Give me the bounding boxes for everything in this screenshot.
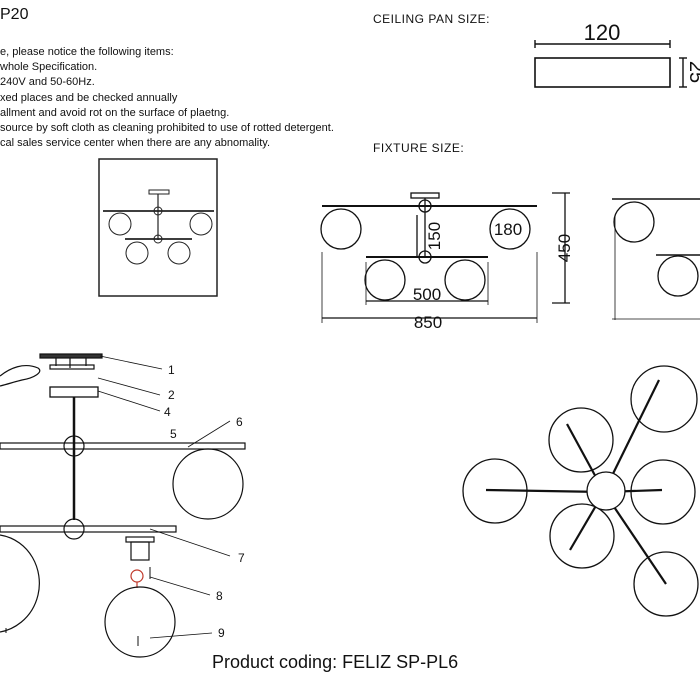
top-globe <box>633 551 699 617</box>
note-line: allment and avoid rot on the surface of … <box>0 106 230 119</box>
thumb-globe <box>125 241 149 265</box>
leader-line <box>149 632 213 639</box>
thumb-globe <box>167 241 191 265</box>
lower-arm <box>0 525 177 533</box>
lamp-holder <box>130 541 150 561</box>
dim-500-text: 500 <box>413 285 441 304</box>
thumbnail-frame <box>98 158 218 297</box>
fixture-side-view <box>612 198 700 320</box>
elevation-canopy <box>410 192 440 199</box>
canopy <box>49 386 99 398</box>
lower-joint <box>63 518 85 540</box>
installation-notes: e, please notice the following items: wh… <box>0 45 334 151</box>
lamp-holder-cap <box>125 536 155 543</box>
leader-line <box>99 355 163 370</box>
note-line: whole Specification. <box>0 61 98 74</box>
note-line: 240V and 50-60Hz. <box>0 76 95 89</box>
leader-line <box>97 390 161 412</box>
exploded-assembly <box>0 353 246 658</box>
fixture-size-label: FIXTURE SIZE: <box>373 141 465 155</box>
side-globe <box>613 201 655 243</box>
elevation-joint <box>418 199 432 213</box>
part-number: 6 <box>236 415 243 429</box>
top-globe <box>549 503 615 569</box>
part-number: 8 <box>216 589 223 603</box>
dim-850-text: 850 <box>414 313 442 332</box>
thumb-globe <box>189 212 213 236</box>
elevation-globe <box>444 259 486 301</box>
note-line: source by soft cloth as cleaning prohibi… <box>0 122 334 135</box>
pan-height-text: 25 <box>685 61 700 83</box>
top-globe <box>548 407 614 473</box>
pan-width-text: 120 <box>584 20 621 45</box>
bracket <box>49 364 95 370</box>
product-coding: Product coding: FELIZ SP-PL6 <box>212 652 459 672</box>
note-line: e, please notice the following items: <box>0 46 174 58</box>
mounting-wire <box>0 364 41 387</box>
leader-line <box>97 377 161 396</box>
part-number: 5 <box>170 427 177 441</box>
ceiling-pan-outline <box>534 57 671 88</box>
part-number: 9 <box>218 626 225 640</box>
elevation-globe <box>320 208 362 250</box>
mounting-plate <box>39 353 103 359</box>
top-arm <box>485 488 605 494</box>
ceiling-pan-label: CEILING PAN SIZE: <box>373 12 490 26</box>
elevation-globe <box>364 259 406 301</box>
thumb-canopy <box>148 189 170 195</box>
lower-globe-partial <box>0 534 40 633</box>
note-line: cal sales service center when there are … <box>0 137 271 150</box>
side-globe <box>657 255 699 297</box>
fixture-top-view <box>462 365 699 617</box>
thumb-globe <box>108 212 132 236</box>
part-callouts <box>97 355 231 639</box>
model-code: P20 <box>0 6 29 23</box>
elevation-joint <box>418 250 432 264</box>
light-bulb <box>130 569 144 583</box>
glass-globe <box>104 586 176 658</box>
thumb-joint <box>153 206 163 216</box>
part-number: 4 <box>164 405 171 419</box>
part-number: 1 <box>168 363 175 377</box>
dim-180-text: 180 <box>494 220 522 239</box>
upper-arm <box>0 442 246 450</box>
top-globe <box>630 459 696 525</box>
fixture-elevation <box>320 192 570 323</box>
ceiling-pan-drawing <box>534 40 687 88</box>
thumb-joint <box>153 234 163 244</box>
note-line: xed places and be checked annually <box>0 91 178 104</box>
elevation-globe <box>489 208 531 250</box>
leader-line <box>187 420 231 448</box>
dim-150-text: 150 <box>425 222 444 250</box>
top-center-hub <box>586 471 626 511</box>
upper-globe <box>172 448 244 520</box>
leader-line <box>149 528 231 557</box>
top-globe <box>630 365 698 433</box>
top-globe <box>462 458 528 524</box>
product-thumbnail <box>98 158 218 297</box>
dim-450-text: 450 <box>555 234 574 262</box>
leader-line <box>149 576 211 596</box>
part-number: 2 <box>168 388 175 402</box>
upper-joint <box>63 435 85 457</box>
part-number: 7 <box>238 551 245 565</box>
